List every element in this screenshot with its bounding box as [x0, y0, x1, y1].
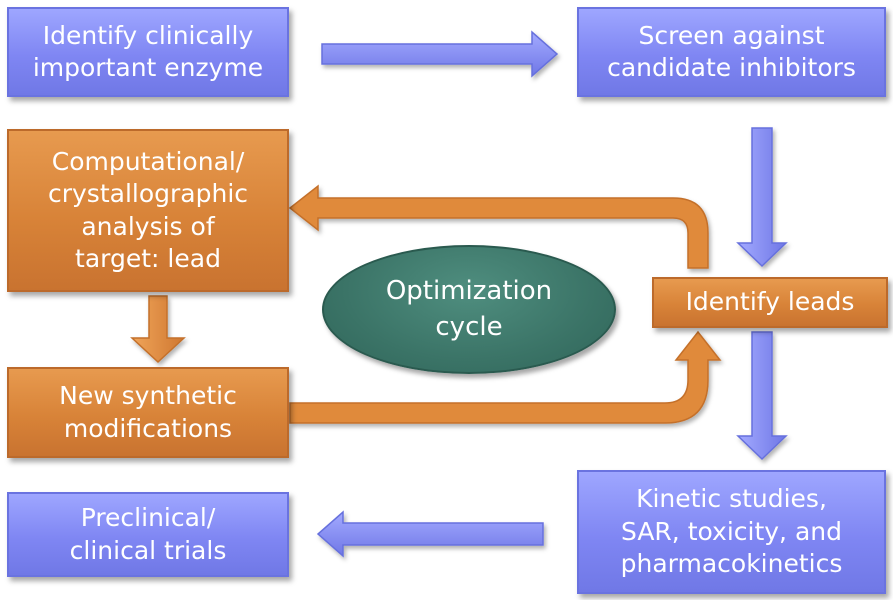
arrow-screen-to-leads [736, 127, 788, 268]
node-optimization-cycle: Optimization cycle [322, 245, 616, 374]
node-identify-enzyme: Identify clinically important enzyme [7, 7, 289, 97]
arrow-leads-to-kinetic [736, 331, 788, 461]
node-clinical-trials: Preclinical/ clinical trials [7, 492, 289, 577]
node-identify-leads: Identify leads [652, 277, 888, 328]
node-kinetic-studies: Kinetic studies, SAR, toxicity, and phar… [577, 470, 886, 594]
node-screen-inhibitors: Screen against candidate inhibitors [577, 7, 886, 97]
arrow-synthetic-to-leads [289, 330, 722, 424]
arrow-kinetic-to-clinical [316, 510, 544, 558]
arrow-leads-to-computational [288, 184, 709, 269]
node-computational-analysis: Computational/ crystallographic analysis… [7, 129, 289, 292]
node-synthetic-modifications: New synthetic modifications [7, 367, 289, 458]
arrow-enzyme-to-screen [321, 30, 559, 78]
arrow-computational-to-synthetic [130, 295, 186, 364]
